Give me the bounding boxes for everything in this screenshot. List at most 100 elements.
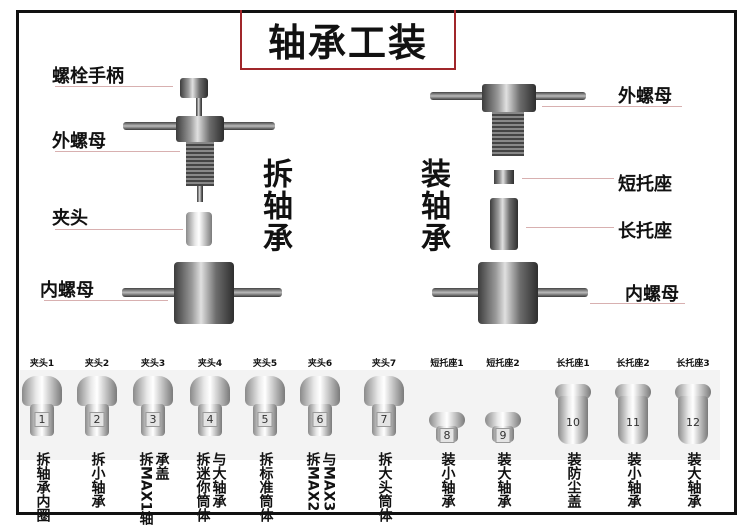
part-item: 夹头2 2 拆小轴承 — [69, 356, 125, 508]
part-image: 6 — [296, 370, 344, 446]
outer-nut-thread — [186, 142, 214, 186]
part-description: 拆小轴承 — [89, 452, 106, 508]
part-description-column: 拆迷你筒体 — [194, 452, 211, 522]
part-description: 拆MAX1轴承盖 — [137, 452, 170, 526]
leader-line — [55, 229, 183, 230]
part-description-column: 装大轴承 — [495, 452, 512, 508]
part-item: 长托座1 10 装防尘盖 — [545, 356, 601, 508]
leader-line — [542, 106, 682, 107]
part-number: 6 — [312, 412, 328, 427]
long-seat-body — [678, 396, 708, 444]
part-number: 8 — [439, 428, 455, 443]
part-description-column: 装小轴承 — [439, 452, 456, 508]
part-item: 短托座1 8 装小轴承 — [419, 356, 475, 508]
part-name: 夹头5 — [252, 359, 278, 369]
part-item: 夹头4 4 拆迷你筒体与大轴承 — [182, 356, 238, 522]
collet-head — [77, 376, 117, 406]
long-seat — [490, 198, 518, 250]
outer-nut-thread — [492, 112, 524, 156]
collet-head — [364, 376, 404, 406]
part-description-column: 装大轴承 — [685, 452, 702, 508]
label-removal: 拆轴承 — [257, 158, 292, 254]
part-item: 夹头1 1 拆轴承内圈 — [14, 356, 70, 522]
label-inner-nut-left: 内螺母 — [40, 280, 94, 301]
collet — [186, 212, 212, 246]
part-image: 11 — [609, 370, 657, 446]
part-description-column: 拆MAX2 — [304, 452, 321, 512]
long-seat-body — [558, 396, 588, 444]
label-install: 装轴承 — [415, 158, 450, 254]
part-name: 短托座2 — [486, 359, 520, 369]
part-name: 夹头6 — [307, 359, 333, 369]
part-name: 长托座1 — [556, 359, 590, 369]
leader-line — [55, 86, 173, 87]
label-inner-nut-right: 内螺母 — [625, 284, 679, 305]
part-description-column: 拆轴承内圈 — [34, 452, 51, 522]
bolt-tip — [197, 186, 203, 202]
label-short-seat: 短托座 — [618, 174, 672, 195]
part-description-column: 承盖 — [153, 452, 170, 480]
part-number: 12 — [686, 416, 700, 429]
part-image: 2 — [73, 370, 121, 446]
part-description-column: 拆MAX1轴 — [137, 452, 154, 526]
part-description-column: 拆标准筒体 — [257, 452, 274, 522]
part-description-column: 拆小轴承 — [89, 452, 106, 508]
collet-head — [22, 376, 62, 406]
part-image: 5 — [241, 370, 289, 446]
part-name: 夹头4 — [197, 359, 223, 369]
collet-head — [133, 376, 173, 406]
part-description: 拆迷你筒体与大轴承 — [194, 452, 227, 522]
part-image: 3 — [129, 370, 177, 446]
part-image: 7 — [360, 370, 408, 446]
inner-nut-body — [174, 262, 234, 324]
label-outer-nut-right: 外螺母 — [618, 86, 672, 107]
part-name: 长托座2 — [616, 359, 650, 369]
collet-head — [190, 376, 230, 406]
label-collet: 夹头 — [52, 208, 88, 229]
part-description: 装大轴承 — [495, 452, 512, 508]
part-number: 11 — [626, 416, 640, 429]
part-description-column: 装防尘盖 — [565, 452, 582, 508]
inner-nut-body — [478, 262, 538, 324]
leader-line — [522, 178, 614, 179]
part-item: 夹头7 7 拆大头筒体 — [356, 356, 412, 522]
long-seat-body — [618, 396, 648, 444]
label-bolt-handle: 螺栓手柄 — [52, 66, 124, 87]
part-number: 9 — [495, 428, 511, 443]
outer-nut-body — [176, 116, 224, 142]
leader-line — [55, 151, 180, 152]
part-description: 拆大头筒体 — [377, 452, 393, 522]
bolt-handle-knob — [180, 78, 208, 98]
part-description: 装防尘盖 — [565, 452, 582, 508]
part-number: 4 — [202, 412, 218, 427]
leader-line — [44, 300, 168, 301]
part-description: 拆标准筒体 — [257, 452, 274, 522]
collet-head — [245, 376, 285, 406]
part-name: 夹头3 — [140, 359, 166, 369]
part-description: 装大轴承 — [685, 452, 702, 508]
short-seat-flange — [485, 412, 521, 428]
part-name: 夹头1 — [29, 359, 55, 369]
leader-line — [526, 227, 614, 228]
part-number: 10 — [566, 416, 580, 429]
collet-head — [300, 376, 340, 406]
part-number: 5 — [257, 412, 273, 427]
part-number: 2 — [89, 412, 105, 427]
part-name: 夹头2 — [84, 359, 110, 369]
part-number: 1 — [34, 412, 50, 427]
part-item: 夹头5 5 拆标准筒体 — [237, 356, 293, 522]
part-number: 7 — [376, 412, 392, 427]
part-name: 长托座3 — [676, 359, 710, 369]
part-description: 拆轴承内圈 — [34, 452, 51, 522]
part-name: 短托座1 — [430, 359, 464, 369]
part-item: 短托座2 9 装大轴承 — [475, 356, 531, 508]
part-description-column: 与大轴承 — [210, 452, 227, 508]
part-image: 8 — [423, 370, 471, 446]
page-title: 轴承工装 — [240, 10, 456, 70]
part-description: 装小轴承 — [626, 452, 642, 508]
part-image: 10 — [549, 370, 597, 446]
leader-line — [590, 303, 685, 304]
frame-border — [16, 10, 737, 515]
